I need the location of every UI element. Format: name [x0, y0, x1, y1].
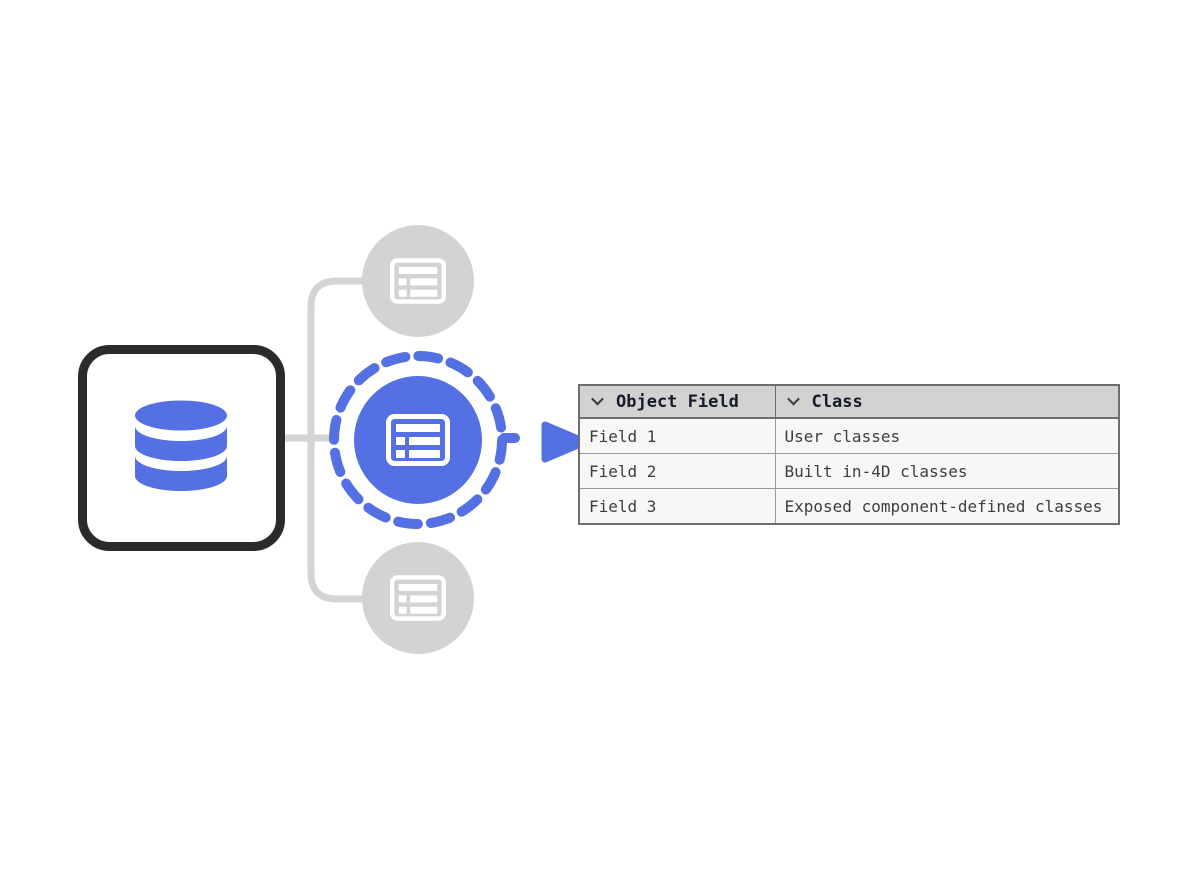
cell-class: Exposed component-defined classes — [774, 488, 1120, 525]
cell-object-field: Field 3 — [578, 488, 776, 525]
cell-object-field: Field 2 — [578, 453, 776, 489]
table-row: Field 2 Built in-4D classes — [578, 453, 1120, 489]
database-box — [78, 345, 285, 551]
database-icon — [135, 400, 227, 491]
arrow-right-icon — [499, 421, 589, 463]
node-top — [362, 225, 474, 337]
column-header-class[interactable]: Class — [774, 384, 1120, 419]
table-row: Field 3 Exposed component-defined classe… — [578, 488, 1120, 525]
node-selected — [329, 351, 507, 529]
cell-class: User classes — [774, 417, 1120, 454]
column-header-object-field[interactable]: Object Field — [578, 384, 776, 419]
connector-lines — [282, 277, 366, 603]
cell-class: Built in-4D classes — [774, 453, 1120, 489]
table-row: Field 1 User classes — [578, 417, 1120, 454]
cell-object-field: Field 1 — [578, 417, 776, 454]
chevron-down-icon — [786, 392, 800, 405]
object-field-table: Object Field Class Field 1 User classes … — [578, 384, 1120, 525]
chevron-down-icon — [591, 392, 604, 405]
column-label: Class — [811, 391, 863, 412]
column-label: Object Field — [616, 391, 739, 412]
table-header-row: Object Field Class — [578, 384, 1120, 419]
node-bottom — [362, 542, 474, 654]
